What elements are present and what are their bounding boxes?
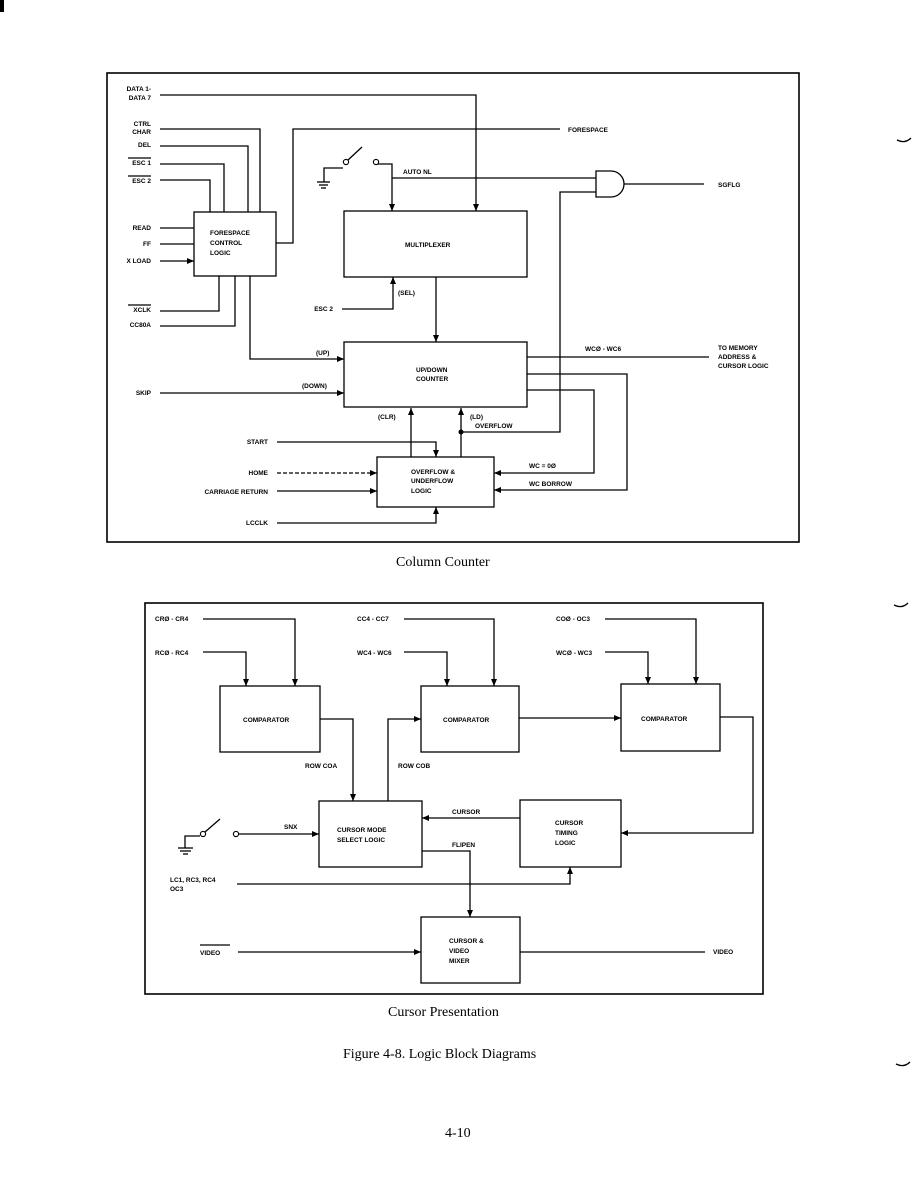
multiplexer-block	[343, 210, 528, 278]
forespace-control-text-3: LOGIC	[210, 250, 231, 257]
cursor-timing-text-3: LOGIC	[555, 840, 576, 847]
forespace-signal: FORESPACE	[568, 127, 609, 134]
read-label: READ	[133, 225, 152, 232]
start-label: START	[247, 439, 268, 446]
lc-label-1: LC1, RC3, RC4	[170, 877, 216, 884]
page-corner-mark	[0, 0, 4, 12]
multiplexer-text: MULTIPLEXER	[405, 242, 451, 249]
diagram2-frame	[144, 602, 764, 995]
to-memory-1: TO MEMORY	[718, 345, 758, 352]
and-gate	[595, 170, 625, 198]
cc80a-label: CC80A	[130, 322, 152, 329]
figure-caption: Figure 4-8. Logic Block Diagrams	[343, 1047, 537, 1062]
column-counter-diagram: DATA 1- DATA 7 CTRL CHAR DEL ESC 1 ESC 2…	[106, 72, 800, 543]
auto-nl-signal: AUTO NL	[403, 169, 432, 176]
row-coa-signal: ROW COA	[305, 763, 337, 770]
overflow-logic-text-3: LOGIC	[411, 488, 432, 495]
ld-signal: (LD)	[470, 414, 483, 421]
esc2-label: ESC 2	[132, 178, 151, 185]
xclk-label: XCLK	[133, 307, 151, 314]
mixer-block	[420, 916, 521, 984]
wc-eq-signal: WC = 0Ø	[529, 463, 556, 470]
overflow-logic-text-2: UNDERFLOW	[411, 478, 454, 485]
cr-label: CRØ - CR4	[155, 616, 189, 623]
xload-label: X LOAD	[126, 258, 151, 265]
video-out-signal: VIDEO	[713, 949, 733, 956]
cursor-timing-text-1: CURSOR	[555, 820, 583, 827]
comparator-1-text: COMPARATOR	[243, 717, 290, 724]
to-memory-2: ADDRESS &	[718, 354, 757, 361]
forespace-control-text-1: FORESPACE	[210, 230, 251, 237]
ctrl-label-1: CTRL	[134, 121, 151, 128]
mixer-text-3: MIXER	[449, 958, 470, 965]
co-label: COØ - OC3	[556, 616, 590, 623]
cursor-mode-block	[318, 800, 423, 868]
margin-mark-3	[895, 1061, 911, 1067]
cursor-timing-text-2: TIMING	[555, 830, 578, 837]
overflow-logic-text-1: OVERFLOW &	[411, 469, 455, 476]
diagram2-caption: Cursor Presentation	[388, 1005, 499, 1020]
cursor-timing-block	[519, 799, 622, 868]
video-in-label: VIDEO	[200, 950, 220, 957]
snx-signal: SNX	[284, 824, 298, 831]
up-signal: (UP)	[316, 350, 329, 357]
diagram1-caption: Column Counter	[396, 555, 490, 570]
del-label: DEL	[138, 142, 151, 149]
cursor-mode-text-2: SELECT LOGIC	[337, 837, 385, 844]
clr-signal: (CLR)	[378, 414, 396, 421]
sel-signal: (SEL)	[398, 290, 415, 297]
data-label-1: DATA 1-	[127, 86, 151, 93]
down-signal: (DOWN)	[302, 383, 327, 390]
comparator-2-text: COMPARATOR	[443, 717, 490, 724]
cursor-signal: CURSOR	[452, 809, 480, 816]
esc1-label: ESC 1	[132, 160, 151, 167]
comparator-3-text: COMPARATOR	[641, 716, 688, 723]
row-cob-signal: ROW COB	[398, 763, 430, 770]
page-number: 4-10	[445, 1126, 471, 1141]
cursor-mode-text-1: CURSOR MODE	[337, 827, 387, 834]
cursor-presentation-diagram: CRØ - CR4 RCØ - RC4 CC4 - CC7 WC4 - WC6 …	[144, 602, 764, 995]
esc2-sel-label: ESC 2	[314, 306, 333, 313]
lc-label-2: OC3	[170, 886, 184, 893]
lcclk-label: LCCLK	[246, 520, 268, 527]
skip-label: SKIP	[136, 390, 152, 397]
margin-mark-1	[896, 137, 912, 143]
overflow-signal: OVERFLOW	[475, 423, 513, 430]
ff-label: FF	[143, 241, 151, 248]
mixer-text-1: CURSOR &	[449, 938, 484, 945]
rc-label: RCØ - RC4	[155, 650, 189, 657]
mixer-text-2: VIDEO	[449, 948, 469, 955]
updown-counter-text-2: COUNTER	[416, 376, 448, 383]
margin-mark-2	[893, 602, 909, 608]
home-label: HOME	[249, 470, 269, 477]
flipen-signal: FLIPEN	[452, 842, 475, 849]
comparator-1-block	[219, 685, 321, 753]
cc-label: CC4 - CC7	[357, 616, 389, 623]
to-memory-3: CURSOR LOGIC	[718, 363, 769, 370]
updown-counter-block	[343, 341, 528, 408]
wc-borrow-signal: WC BORROW	[529, 481, 573, 488]
data-label-2: DATA 7	[129, 95, 152, 102]
wc-label: WC4 - WC6	[357, 650, 392, 657]
carriage-return-label: CARRIAGE RETURN	[204, 489, 268, 496]
overflow-logic-block	[376, 456, 495, 508]
updown-counter-text-1: UP/DOWN	[416, 367, 448, 374]
ctrl-label-2: CHAR	[132, 129, 151, 136]
sgflg-signal: SGFLG	[718, 182, 740, 189]
diagram1-frame	[106, 72, 800, 543]
wc2-label: WCØ - WC3	[556, 650, 592, 657]
wc-bus-signal: WCØ - WC6	[585, 346, 621, 353]
forespace-control-text-2: CONTROL	[210, 240, 242, 247]
